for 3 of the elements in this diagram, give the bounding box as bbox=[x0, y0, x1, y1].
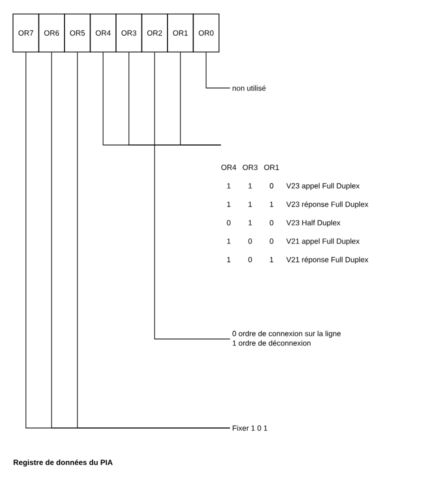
leader-line bbox=[154, 52, 230, 340]
leader-line bbox=[180, 52, 222, 146]
leader-line bbox=[206, 52, 230, 88]
